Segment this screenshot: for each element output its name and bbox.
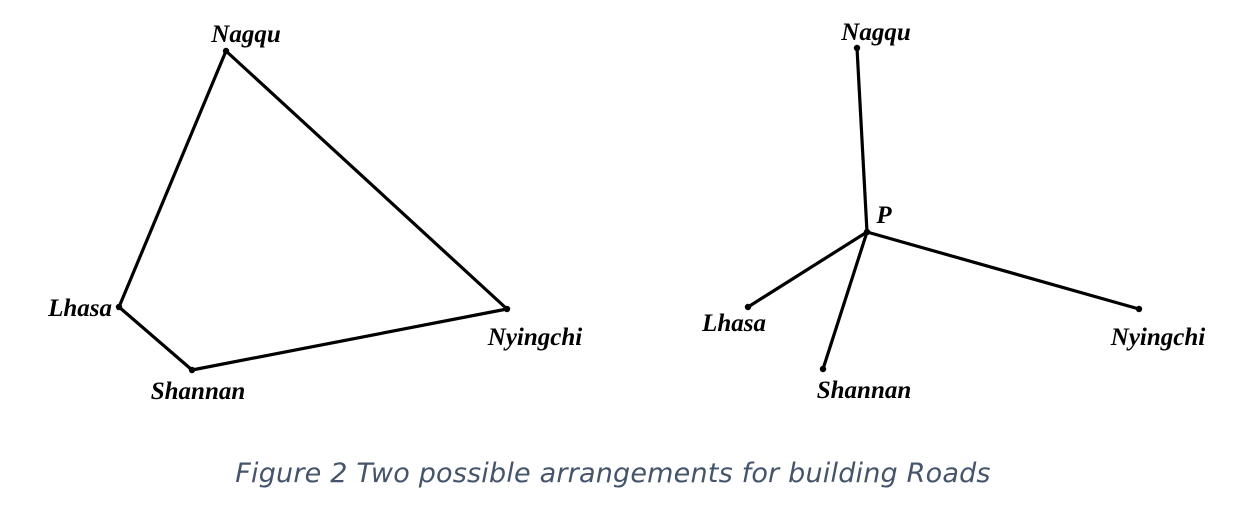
- ring-road-nyingchi-nagqu: [224, 49, 509, 311]
- steiner-road-p-lhasa: [746, 230, 869, 309]
- steiner-road-p-nyingchi: [865, 230, 1141, 311]
- steiner-node-nagqu: [853, 44, 861, 52]
- ring-label-nagqu: Nagqu: [210, 21, 281, 48]
- ring-node-nyingchi: [503, 305, 511, 313]
- ring-node-shannan: [188, 366, 196, 374]
- ring-node-lhasa: [115, 303, 123, 311]
- ring-label-nyingchi: Nyingchi: [487, 324, 583, 351]
- figure-caption: Figure 2 Two possible arrangements for b…: [235, 458, 991, 489]
- steiner-node-p: [863, 228, 871, 236]
- steiner-label-p: P: [875, 202, 892, 229]
- steiner-node-lhasa: [744, 303, 752, 311]
- ring-road-lhasa-shannan: [117, 305, 194, 372]
- ring-label-lhasa: Lhasa: [47, 295, 112, 322]
- steiner-label-shannan: Shannan: [817, 377, 912, 404]
- ring-road-nagqu-lhasa: [117, 49, 228, 309]
- ring-label-shannan: Shannan: [151, 378, 246, 405]
- ring-node-nagqu: [222, 47, 230, 55]
- steiner-road-p-nagqu: [855, 46, 869, 234]
- steiner-road-p-shannan: [821, 230, 869, 371]
- steiner-label-lhasa: Lhasa: [701, 310, 766, 337]
- steiner-node-nyingchi: [1135, 305, 1143, 313]
- steiner-label-nagqu: Nagqu: [840, 19, 911, 46]
- steiner-label-nyingchi: Nyingchi: [1110, 324, 1206, 351]
- steiner-node-shannan: [819, 365, 827, 373]
- ring-road-shannan-nyingchi: [190, 307, 509, 372]
